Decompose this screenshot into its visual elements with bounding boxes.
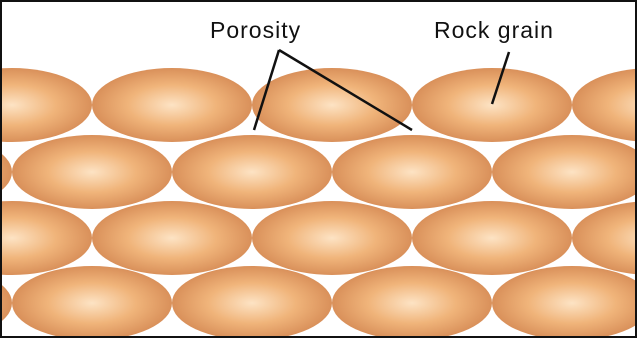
- rock-grain: [2, 68, 92, 142]
- rock-grain: [332, 266, 492, 338]
- rock-grain: [2, 135, 12, 209]
- rock-grain: [252, 68, 412, 142]
- rock-grain: [92, 68, 252, 142]
- rock-grain: [332, 135, 492, 209]
- rock-grain-label: Rock grain: [434, 17, 554, 43]
- rock-grain: [412, 68, 572, 142]
- rock-grain: [2, 201, 92, 275]
- rock-grain: [252, 201, 412, 275]
- porosity-label: Porosity: [210, 17, 301, 43]
- rock-grain: [492, 266, 637, 338]
- rock-grain: [572, 68, 637, 142]
- rock-grain: [572, 201, 637, 275]
- rock-grain: [12, 135, 172, 209]
- rock-grain: [2, 266, 12, 338]
- rock-grain: [172, 266, 332, 338]
- rock-grain: [92, 201, 252, 275]
- rock-grain: [12, 266, 172, 338]
- rock-grain: [492, 135, 637, 209]
- rock-grain: [412, 201, 572, 275]
- rock-grain: [172, 135, 332, 209]
- rock-grains-group: [2, 68, 637, 338]
